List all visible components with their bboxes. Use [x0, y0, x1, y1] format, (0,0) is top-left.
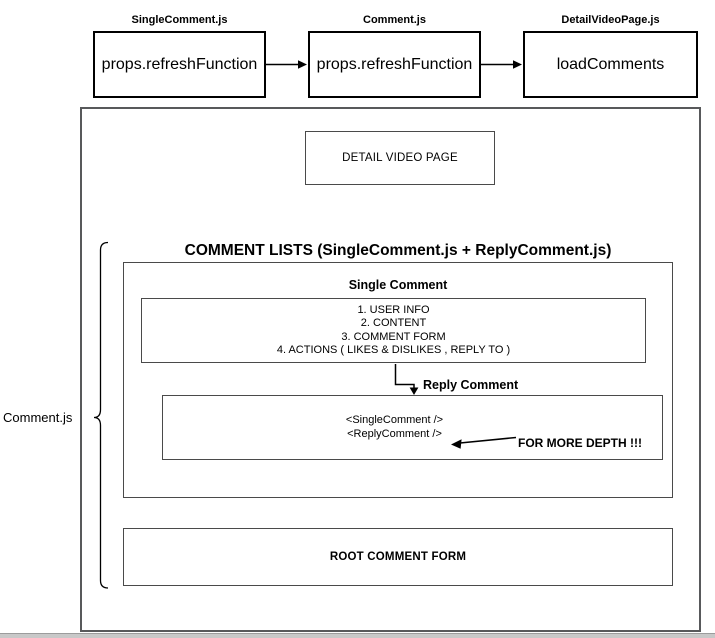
flow-node-file-label-singlecomment: SingleComment.js: [131, 14, 228, 26]
single-comment-item: 4. ACTIONS ( LIKES & DISLIKES , REPLY TO…: [276, 344, 511, 356]
single-comment-title: Single Comment: [348, 278, 448, 292]
right-arrow-icon: [266, 60, 307, 69]
flow-node-label: loadComments: [556, 55, 665, 73]
single-comment-box: 1. USER INFO 2. CONTENT 3. COMMENT FORM …: [141, 298, 646, 363]
single-comment-item: 2. CONTENT: [360, 317, 427, 329]
detail-video-page-label: DETAIL VIDEO PAGE: [342, 152, 458, 164]
flow-node-comment: props.refreshFunction: [308, 31, 481, 98]
reply-comment-box: <SingleComment /> <ReplyComment />: [162, 395, 663, 460]
root-comment-form-box: ROOT COMMENT FORM: [123, 528, 673, 586]
flow-node-singlecomment: props.refreshFunction: [93, 31, 266, 98]
reply-comment-code-line: <ReplyComment />: [347, 427, 442, 440]
flow-node-label: props.refreshFunction: [316, 55, 473, 73]
root-comment-form-label: ROOT COMMENT FORM: [329, 551, 467, 563]
horizontal-scrollbar[interactable]: [0, 633, 715, 638]
right-arrow-icon: [481, 60, 522, 69]
comment-lists-title: COMMENT LISTS (SingleComment.js + ReplyC…: [184, 242, 612, 259]
detail-video-page-box: DETAIL VIDEO PAGE: [305, 131, 495, 185]
reply-comment-title: Reply Comment: [423, 378, 519, 392]
flow-node-detailvideopage: loadComments: [523, 31, 698, 98]
flow-node-label: props.refreshFunction: [101, 55, 258, 73]
single-comment-item: 3. COMMENT FORM: [341, 330, 446, 343]
flow-node-file-label-detailvideopage: DetailVideoPage.js: [561, 14, 660, 26]
single-comment-item: 1. USER INFO: [357, 303, 430, 316]
brace-label-commentjs: Comment.js: [3, 410, 73, 425]
for-more-depth-annotation: FOR MORE DEPTH !!!: [518, 436, 642, 450]
flow-node-file-label-comment: Comment.js: [363, 14, 426, 26]
reply-comment-code-line: <SingleComment />: [345, 414, 444, 426]
